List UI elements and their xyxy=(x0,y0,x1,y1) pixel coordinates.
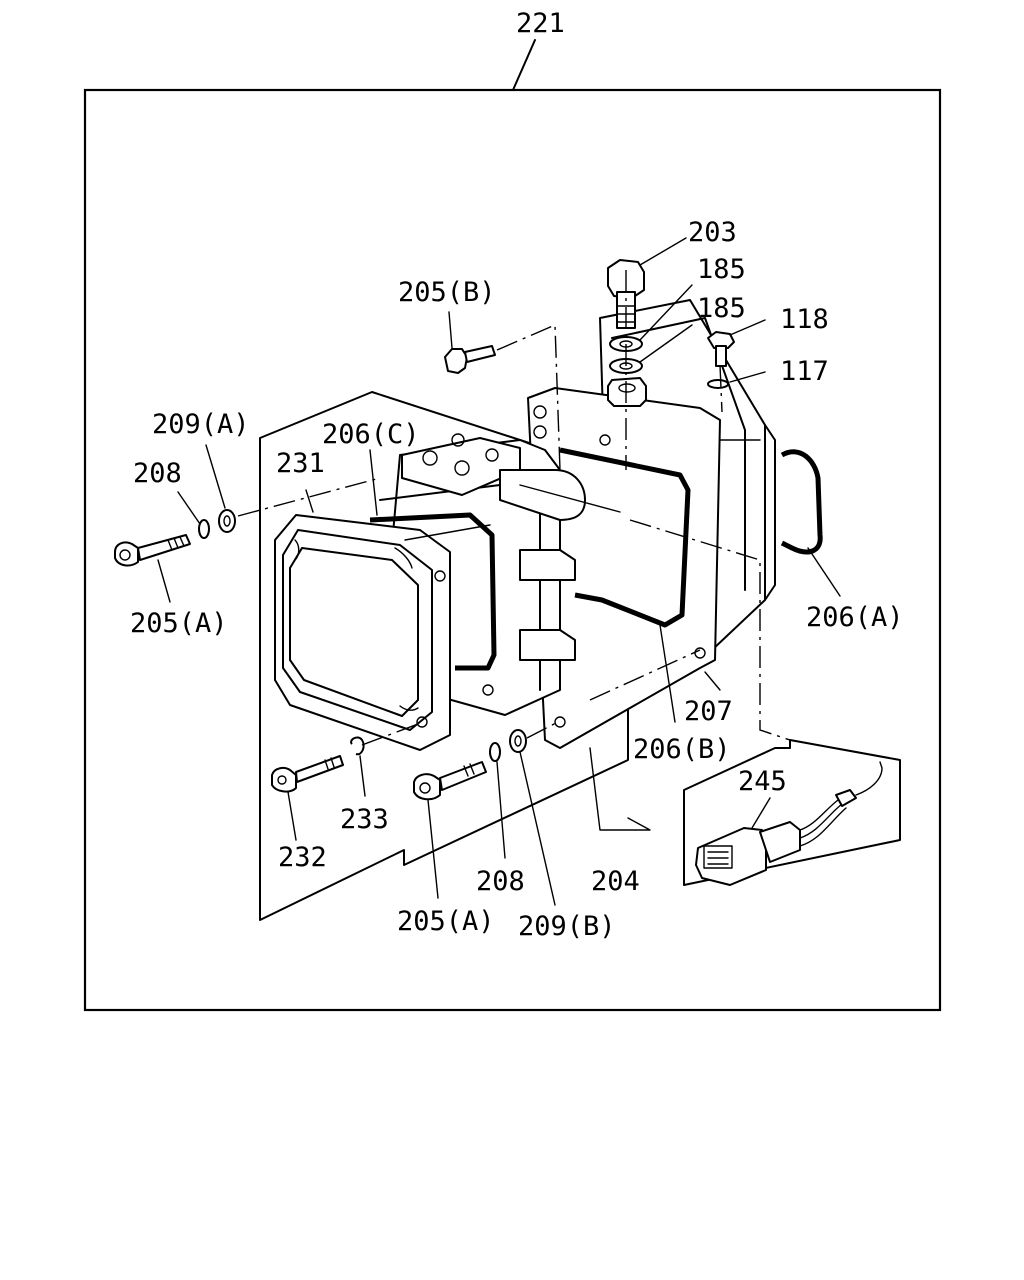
pipe-axis xyxy=(519,484,621,513)
label-117: 117 xyxy=(780,356,829,387)
screw-232 xyxy=(271,755,344,793)
label-118: 118 xyxy=(780,304,829,335)
washer-209a-top xyxy=(218,509,236,533)
leader-205a-bottom xyxy=(427,799,439,899)
leader-208-left xyxy=(177,491,201,525)
label-205a-left: 205(A) xyxy=(130,608,228,639)
washer-233 xyxy=(350,736,365,756)
leader-117 xyxy=(729,371,766,383)
leader-208-bottom xyxy=(496,761,506,859)
leader-206a xyxy=(807,547,841,597)
leader-118 xyxy=(729,319,766,336)
leader-209b xyxy=(519,751,556,906)
label-185-upper: 185 xyxy=(697,254,746,285)
bolt-205a-left xyxy=(114,534,191,567)
leader-221 xyxy=(512,39,536,91)
screw-118 xyxy=(707,331,735,367)
washer-209b xyxy=(509,729,527,753)
leader-206b xyxy=(659,624,676,723)
connector-245 xyxy=(695,761,883,886)
bolt-205b xyxy=(444,345,496,374)
label-206a: 206(A) xyxy=(806,602,904,633)
banjo-fitting xyxy=(607,377,647,407)
leader-206c xyxy=(369,449,378,516)
leader-204 xyxy=(589,747,651,831)
seal-206a xyxy=(780,449,823,555)
label-205a-bottom: 205(A) xyxy=(397,906,495,937)
leader-207 xyxy=(704,671,721,691)
label-205b: 205(B) xyxy=(398,277,496,308)
leader-233 xyxy=(359,755,366,797)
washer-208-left xyxy=(198,519,210,539)
axis-205a-bottom xyxy=(526,721,559,739)
label-231: 231 xyxy=(276,448,325,479)
washer-208-bottom xyxy=(489,742,501,762)
axis-118 xyxy=(719,364,723,413)
washer-209a-top-hole xyxy=(223,515,231,527)
connector-box-outline xyxy=(683,739,901,886)
label-208-bottom: 208 xyxy=(476,866,525,897)
axis-205a-left xyxy=(237,477,381,517)
axis-232 xyxy=(361,723,419,746)
leader-185-lower xyxy=(639,324,693,363)
leader-209a-top xyxy=(205,444,226,509)
label-185-lower: 185 xyxy=(697,293,746,324)
label-232: 232 xyxy=(278,842,327,873)
label-204: 204 xyxy=(591,866,640,897)
label-209a-top: 209(A) xyxy=(152,409,250,440)
label-207: 207 xyxy=(684,696,733,727)
label-203: 203 xyxy=(688,217,737,248)
leader-205a-left xyxy=(157,559,171,603)
leader-231 xyxy=(305,489,314,513)
axis-205b xyxy=(496,323,561,471)
label-208-left: 208 xyxy=(133,458,182,489)
label-209b: 209(B) xyxy=(518,911,616,942)
bolt-205a-bottom xyxy=(413,761,487,801)
label-206b: 206(B) xyxy=(633,734,731,765)
leader-232 xyxy=(287,791,297,841)
washer-209b-hole xyxy=(514,735,522,747)
leader-203 xyxy=(639,237,687,266)
axis-bracket xyxy=(589,649,701,701)
label-245: 245 xyxy=(738,766,787,797)
label-206c: 206(C) xyxy=(322,419,420,450)
leader-245 xyxy=(751,797,771,829)
label-233: 233 xyxy=(340,804,389,835)
seal-206c xyxy=(369,512,497,671)
leader-205b xyxy=(448,311,453,349)
washer-117 xyxy=(707,379,729,389)
cover-231 xyxy=(274,514,491,751)
pipe xyxy=(499,469,586,521)
leader-185-upper xyxy=(639,284,693,341)
label-221: 221 xyxy=(516,8,565,39)
